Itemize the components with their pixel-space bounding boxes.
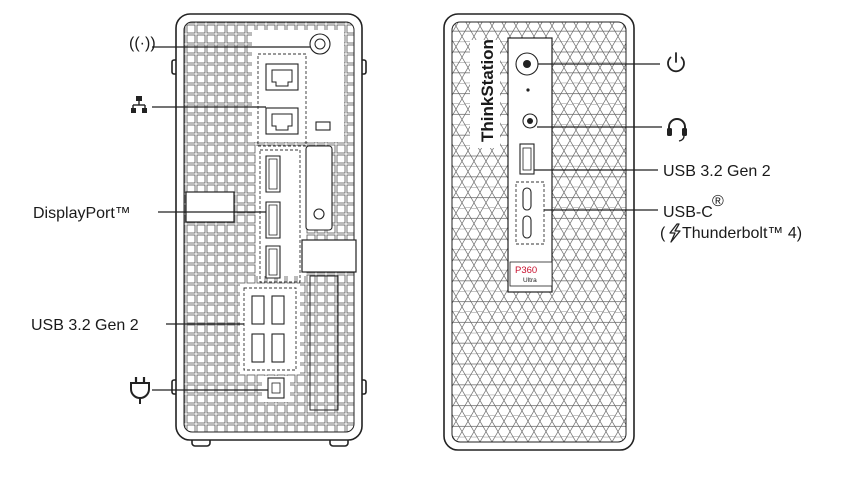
thunderbolt-icon — [669, 223, 681, 243]
thunderbolt-label: Thunderbolt™ 4) — [682, 225, 802, 242]
expansion-slot-cover — [305, 145, 333, 231]
model-suffix: Ultra — [523, 277, 537, 284]
security-lock-slot — [315, 121, 331, 131]
brand-name: ThinkStation — [478, 39, 497, 142]
ethernet-port-1 — [265, 63, 299, 91]
antenna-connector-center — [314, 38, 326, 50]
brand-area — [470, 40, 500, 148]
power-plug-icon — [130, 377, 150, 404]
rear-handle-tab — [185, 191, 235, 223]
usb-port — [271, 295, 285, 325]
usbc-registered-mark: ® — [712, 193, 724, 210]
displayport-3 — [265, 245, 281, 279]
rear-view — [171, 13, 367, 447]
pcie-vent — [309, 275, 339, 411]
usb-port — [251, 333, 265, 363]
wifi-antenna-icon: ((·)) — [129, 35, 156, 52]
usbc-port-1 — [522, 187, 532, 211]
thunderbolt-open-paren: ( — [660, 225, 666, 242]
rear-usb-panel — [240, 284, 300, 374]
usb-group-outline — [243, 287, 297, 371]
headset-icon — [667, 118, 687, 142]
usb-ports-rear — [251, 295, 285, 363]
rear-dp-panel — [256, 146, 306, 276]
activity-led — [526, 88, 530, 92]
front-usb-port — [519, 143, 535, 175]
power-button-center — [523, 60, 531, 68]
power-connector — [267, 377, 285, 399]
model-badge — [509, 261, 553, 287]
usbc-label: USB-C — [663, 204, 713, 221]
front-view: ThinkStation P360 Ultra — [443, 13, 635, 451]
headset-jack-center — [527, 118, 533, 124]
usb-front-label: USB 3.2 Gen 2 — [663, 163, 771, 180]
wifi-antenna-label: ((·)) — [129, 35, 156, 52]
usb-rear-label: USB 3.2 Gen 2 — [31, 317, 139, 334]
displayport-group-outline — [259, 149, 301, 283]
network-icon — [131, 96, 147, 113]
power-icon — [667, 52, 685, 73]
slot-screw — [313, 208, 325, 220]
displayport-1 — [265, 155, 281, 193]
usb-port — [271, 333, 285, 363]
ethernet-port-2 — [265, 107, 299, 135]
slot-bracket-tab — [301, 239, 357, 273]
usb-port — [251, 295, 265, 325]
usbc-port-2 — [522, 215, 532, 239]
displayport-2 — [265, 201, 281, 239]
model-number: P360 — [515, 265, 537, 276]
displayport-label: DisplayPort™ — [33, 205, 131, 222]
